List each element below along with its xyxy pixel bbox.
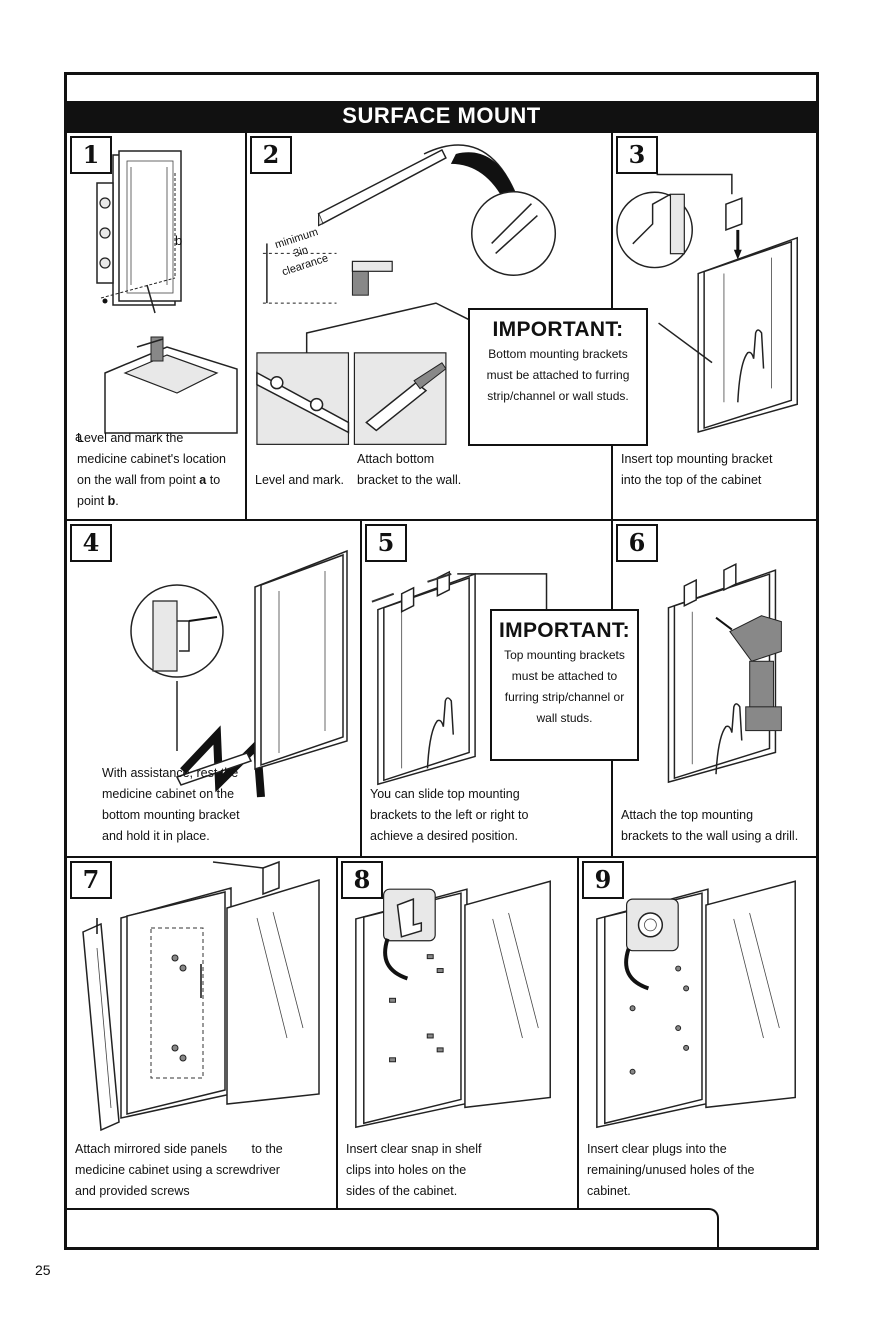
step-number: 1 [70,136,112,174]
cabinet-level-illustration [96,150,238,434]
row-1: 1 a b Level and mark the [67,131,816,521]
step-7: 7 Attach mirrored side panels to the med… [67,858,336,1210]
step-number: 6 [616,524,658,562]
step-2-caption-left: Level and mark. [255,473,344,487]
footer-row [67,1208,816,1250]
step-2: 2 minimum [245,133,648,521]
footer-box [67,1208,719,1250]
step-number: 3 [616,136,658,174]
top-bracket-insert-illustration [616,173,798,433]
step-number: 5 [365,524,407,562]
page-title: SURFACE MOUNT [67,101,816,131]
step-1: 1 a b Level and mark the [67,133,245,521]
page-number: 25 [35,1262,51,1278]
rest-cabinet-illustration [130,549,348,798]
step-number: 8 [341,861,383,899]
instruction-frame: SURFACE MOUNT 1 a [64,72,819,1250]
step-7-caption: Attach mirrored side panels to the medic… [75,1142,283,1198]
step-number: 4 [70,524,112,562]
step-number: 7 [70,861,112,899]
step-number: 9 [582,861,624,899]
slide-brackets-illustration [371,570,548,786]
drill-bracket-illustration [667,562,782,784]
row-3: 7 Attach mirrored side panels to the med… [67,856,816,1210]
step-1-marker-a: a [75,429,83,444]
side-panels-illustration [82,860,320,1132]
plugs-illustration [596,880,796,1129]
step-1-marker-b: b [175,233,183,248]
bracket-install-illustration [256,144,557,445]
step-number: 2 [250,136,292,174]
shelf-clips-illustration [355,880,551,1129]
step-1-caption: Level and mark the medicine cabinet's lo… [77,431,226,508]
